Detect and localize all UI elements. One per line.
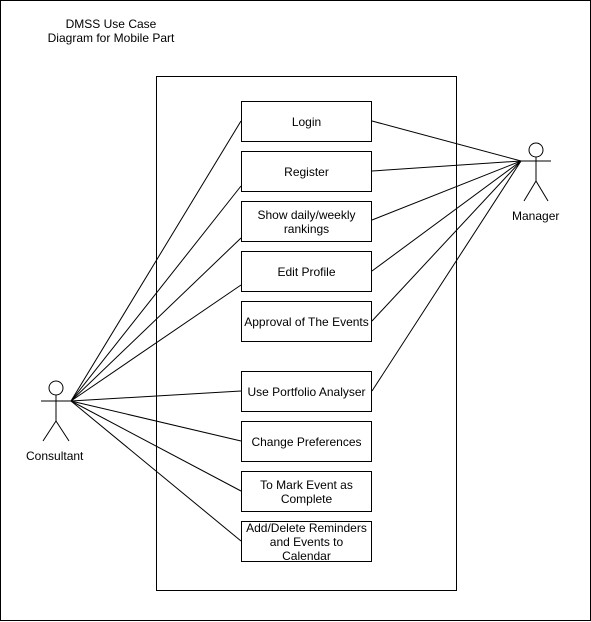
use-case-mark-event-complete[interactable]: To Mark Event as Complete: [241, 471, 372, 512]
use-case-portfolio-analyser[interactable]: Use Portfolio Analyser: [241, 371, 372, 412]
association-consultant-reminders: [70, 400, 242, 542]
use-case-approval-of-events[interactable]: Approval of The Events: [241, 301, 372, 342]
use-case-change-preferences[interactable]: Change Preferences: [241, 421, 372, 462]
association-consultant-edit-profile: [70, 284, 242, 402]
association-manager-approval: [371, 160, 522, 322]
consultant-head: [48, 380, 64, 396]
use-case-show-rankings[interactable]: Show daily/weekly rankings: [241, 201, 372, 242]
diagram-title-line-2: Diagram for Mobile Part: [47, 31, 175, 45]
manager-right-leg: [535, 180, 549, 202]
manager-actor-label: Manager: [512, 209, 560, 223]
association-consultant-preferences: [70, 400, 242, 442]
association-manager-portfolio: [371, 160, 522, 392]
use-case-edit-profile[interactable]: Edit Profile: [241, 251, 372, 292]
association-consultant-login: [70, 120, 242, 402]
consultant-actor-figure: [41, 380, 71, 442]
diagram-title: DMSS Use Case Diagram for Mobile Part: [21, 17, 201, 45]
association-consultant-mark-complete: [70, 400, 242, 492]
association-manager-rankings: [371, 160, 522, 221]
consultant-actor-label: Consultant: [26, 449, 84, 463]
use-case-reminders-calendar[interactable]: Add/Delete Reminders and Events to Calen…: [241, 521, 372, 563]
use-case-register[interactable]: Register: [241, 151, 372, 192]
association-manager-edit-profile: [371, 160, 522, 272]
manager-actor-figure: [521, 142, 551, 202]
association-consultant-portfolio: [70, 390, 242, 402]
use-case-login[interactable]: Login: [241, 101, 372, 142]
association-consultant-rankings: [70, 237, 242, 402]
association-manager-register: [371, 160, 522, 172]
consultant-right-leg: [55, 420, 70, 442]
system-boundary: [156, 76, 457, 591]
association-consultant-register: [70, 185, 242, 402]
diagram-title-line-1: DMSS Use Case: [65, 17, 157, 31]
manager-left-leg: [523, 180, 537, 202]
consultant-left-leg: [42, 420, 57, 442]
manager-head: [528, 142, 544, 158]
association-manager-login: [371, 120, 522, 162]
